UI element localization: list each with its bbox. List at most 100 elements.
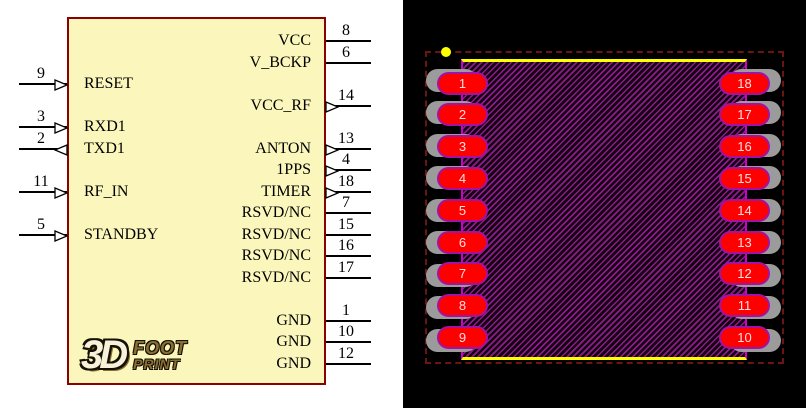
schematic-pin-line	[326, 190, 371, 193]
component-body-hatch	[461, 59, 747, 360]
pin-label: RSVD/NC	[241, 268, 311, 286]
pin-label: V_BCKP	[249, 53, 311, 71]
pin-label: VCC_RF	[250, 96, 311, 114]
pad-number: 11	[737, 298, 752, 314]
logo-3d-text: 3D	[81, 333, 128, 377]
pin-direction-arrow	[54, 186, 69, 204]
logo-words: FOOT PRINT	[133, 339, 187, 371]
symbol-body: 3D FOOT PRINT	[67, 17, 326, 385]
pin-direction-arrow	[325, 186, 340, 204]
pin-number: 15	[338, 215, 354, 233]
pad-number: 1	[458, 75, 467, 91]
pad-number: 18	[737, 75, 752, 91]
pin-direction-arrow	[53, 143, 68, 161]
pin-number: 8	[342, 22, 350, 39]
pad-number: 16	[737, 139, 752, 155]
pin-direction-arrow	[54, 229, 69, 247]
footprint-pad: 4	[437, 166, 488, 190]
schematic-pin-line	[326, 147, 371, 150]
pad-number: 2	[458, 107, 467, 123]
pad-number: 3	[458, 139, 467, 155]
footprint-pad: 1	[437, 71, 488, 95]
footprint-pad: 16	[719, 135, 770, 159]
pad-number: 10	[737, 329, 752, 345]
footprint-pad: 5	[437, 198, 488, 222]
pad-number: 12	[737, 266, 752, 282]
3dfootprint-logo: 3D FOOT PRINT	[81, 335, 187, 375]
schematic-pin-line	[19, 233, 67, 236]
pin-label: TIMER	[261, 182, 311, 200]
pin-label: TXD1	[84, 139, 125, 157]
footprint-pad: 14	[719, 198, 770, 222]
pin-label: RSVD/NC	[241, 225, 311, 243]
pin-number: 7	[342, 194, 350, 211]
pin-number: 10	[338, 323, 354, 340]
pin-number: 6	[342, 43, 350, 61]
pin1-indicator-dot	[441, 47, 451, 57]
pin-label: GND	[276, 311, 311, 329]
schematic-pin-line	[326, 104, 371, 107]
pin-label: RF_IN	[84, 182, 129, 200]
pad-number: 8	[458, 298, 467, 314]
schematic-pin-line	[326, 212, 371, 214]
schematic-pin-line	[326, 255, 371, 257]
pad-number: 17	[737, 107, 752, 123]
pad-number: 9	[458, 329, 467, 345]
schematic-pin-line	[326, 319, 371, 322]
pad-number: 7	[458, 266, 467, 282]
pin-number: 9	[37, 65, 45, 82]
pin-number: 18	[338, 172, 354, 190]
pin-label: ANTON	[255, 139, 311, 157]
pin-number: 14	[338, 86, 354, 104]
pad-number: 15	[737, 170, 752, 186]
footprint-panel: 1 18 2 17 3 16 4 15 5 14 6 13 7 12 8 11 9 10	[403, 0, 806, 408]
pin-direction-arrow	[54, 121, 69, 139]
footprint-pad: 17	[719, 103, 770, 127]
pin-number: 12	[338, 344, 354, 362]
pin-number: 5	[37, 215, 45, 233]
logo-word-foot: FOOT	[133, 338, 188, 358]
pin-direction-arrow	[325, 143, 340, 161]
footprint-pad: 11	[719, 294, 770, 318]
pin-direction-arrow	[325, 164, 340, 182]
pin-label: RXD1	[84, 118, 126, 135]
schematic-pin-line	[326, 341, 371, 343]
pad-number: 5	[458, 202, 467, 218]
footprint-pad: 18	[719, 71, 770, 95]
footprint-pad: 13	[719, 230, 770, 254]
schematic-pin-line	[326, 233, 371, 236]
schematic-pin-line	[326, 362, 371, 365]
pin-number: 4	[342, 151, 350, 168]
pad-number: 14	[737, 202, 752, 218]
footprint-pad: 10	[719, 325, 770, 349]
schematic-pin-line	[326, 276, 371, 279]
footprint-pad: 7	[437, 262, 488, 286]
footprint-pad: 9	[437, 325, 488, 349]
footprint-pad: 2	[437, 103, 488, 127]
pin-direction-arrow	[325, 100, 340, 118]
pad-number: 4	[458, 170, 467, 186]
pad-number: 13	[737, 234, 752, 250]
footprint-pad: 3	[437, 135, 488, 159]
pin-number: 13	[338, 129, 354, 147]
pad-number: 6	[458, 234, 467, 250]
schematic-pin-line	[19, 190, 67, 193]
pin-label: GND	[276, 354, 311, 372]
pin-label: RESET	[84, 75, 133, 92]
footprint-pad: 8	[437, 294, 488, 318]
pin-label: GND	[276, 333, 311, 350]
footprint-pad: 12	[719, 262, 770, 286]
pin-label: 1PPS	[276, 161, 311, 178]
pin-label: STANDBY	[84, 225, 159, 243]
pin-label: RSVD/NC	[241, 204, 311, 221]
schematic-pin-line	[326, 61, 371, 64]
pin-label: VCC	[278, 32, 311, 49]
schematic-pin-line	[19, 147, 67, 150]
pin-number: 2	[37, 129, 45, 147]
footprint-pad: 15	[719, 166, 770, 190]
schematic-pin-line	[19, 126, 67, 128]
schematic-pin-line	[326, 40, 371, 42]
footprint-pad: 6	[437, 230, 488, 254]
